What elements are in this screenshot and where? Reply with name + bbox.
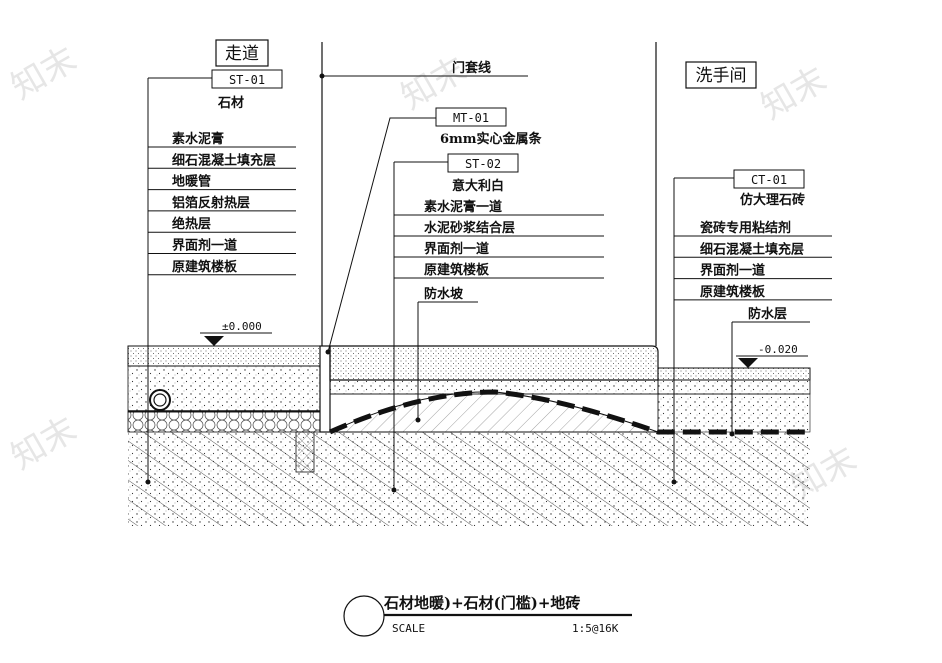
insulation-layer (127, 411, 325, 433)
right-stack-layer-label: 原建筑楼板 (700, 284, 766, 300)
left-leader-dot (145, 479, 151, 485)
slope-leader-dot (415, 417, 421, 423)
washroom-label: 洗手间 (696, 66, 747, 86)
waterproof-layer-label: 防水层 (748, 306, 787, 322)
washroom-box (685, 61, 757, 89)
title-circle (343, 595, 385, 637)
heating-pipe-icon (149, 389, 171, 411)
st01-material: 石材 (217, 95, 244, 111)
threshold-stack-layer-label: 水泥砂浆结合层 (424, 220, 515, 236)
st02-leader-dot (391, 487, 397, 493)
washroom-fill-layer (657, 393, 811, 433)
right-leader-dot (671, 479, 677, 485)
metal-strip (319, 345, 331, 433)
ct01-material: 仿大理石砖 (740, 192, 805, 208)
watermark-4: 知末 (5, 409, 84, 478)
wp-leader-dot (729, 431, 735, 437)
st02-code: ST-02 (465, 157, 501, 171)
left-stack-layer-label: 铝箔反射热层 (172, 195, 250, 211)
ct01-tag-box (733, 169, 805, 189)
st02-threshold-stone (329, 345, 659, 381)
door-frame-leader: 门套线 (319, 60, 528, 79)
watermark-1: 知末 (5, 39, 84, 108)
corridor-label: 走道 (225, 44, 259, 64)
right-stack-layer-label: 瓷砖专用粘结剂 (700, 220, 791, 236)
section-body (127, 42, 811, 526)
ct01-code: CT-01 (751, 173, 787, 187)
door-frame-label: 门套线 (452, 60, 491, 76)
mt01-material: 6mm实心金属条 (440, 131, 543, 147)
st01-tag-box (211, 69, 283, 89)
right-stack-layer-label: 细石混凝土填充层 (700, 241, 804, 257)
heating-pipe-inner (153, 393, 167, 407)
st02-tag-box (447, 153, 519, 173)
threshold-stack-layer-label: 原建筑楼板 (424, 262, 490, 278)
st01-stone-layer (127, 345, 325, 367)
level-left-triangle-icon (204, 336, 224, 346)
left-stack-layer-label: 地暖管 (172, 174, 211, 190)
level-mark-right: -0.020 (736, 343, 808, 368)
left-stack-layer-label: 素水泥膏 (172, 131, 224, 147)
structural-slab-aggregate (128, 432, 810, 526)
mt01-leader-dot (325, 349, 331, 355)
level-right-triangle-icon (738, 358, 758, 368)
slope-label: 防水坡 (424, 286, 464, 302)
level-mark-left: ±0.000 (200, 320, 272, 346)
level-right-value: -0.020 (758, 343, 798, 356)
waterproof-membrane (328, 389, 810, 435)
metal-strip-leader: MT-01 6mm实心金属条 (325, 107, 543, 355)
right-stack-layer-label: 界面剂一道 (700, 263, 765, 279)
left-stack-layer-label: 细石混凝土填充层 (172, 152, 276, 168)
waterproof-layer-leader: 防水层 (729, 306, 810, 437)
left-stack-layer-label: 界面剂一道 (172, 238, 237, 254)
left-stack-layer-label: 绝热层 (172, 216, 211, 232)
left-stack-layer-label: 原建筑楼板 (172, 259, 238, 275)
scale-label: SCALE (392, 622, 425, 635)
drawing-title: 石材地暖)+石材(门槛)+地砖 (383, 594, 580, 612)
tile-adhesive-layer (657, 379, 811, 395)
level-left-value: ±0.000 (222, 320, 262, 333)
st01-code: ST-01 (229, 73, 265, 87)
anchor-bolt (295, 431, 315, 473)
title-block: 石材地暖)+石材(门槛)+地砖 SCALE 1:5@16K (343, 594, 632, 637)
mt01-leader-line (327, 117, 436, 353)
threshold-stack-layer-label: 界面剂一道 (424, 241, 489, 257)
threshold-stack-layer-label: 素水泥膏一道 (424, 199, 502, 215)
st02-material: 意大利白 (452, 178, 504, 194)
corridor-box (215, 39, 269, 67)
mt01-tag-box (435, 107, 507, 127)
scale-value: 1:5@16K (572, 622, 619, 635)
watermark-3: 知末 (755, 59, 834, 128)
left-leader-stack: ST-01 石材 素水泥膏细石混凝土填充层地暖管铝箔反射热层绝热层界面剂一道原建… (145, 69, 296, 485)
watermark-2: 知末 (395, 49, 474, 118)
ct01-tile-layer (657, 367, 811, 381)
slope-leader: 防水坡 (415, 286, 478, 423)
mt01-code: MT-01 (453, 111, 489, 125)
